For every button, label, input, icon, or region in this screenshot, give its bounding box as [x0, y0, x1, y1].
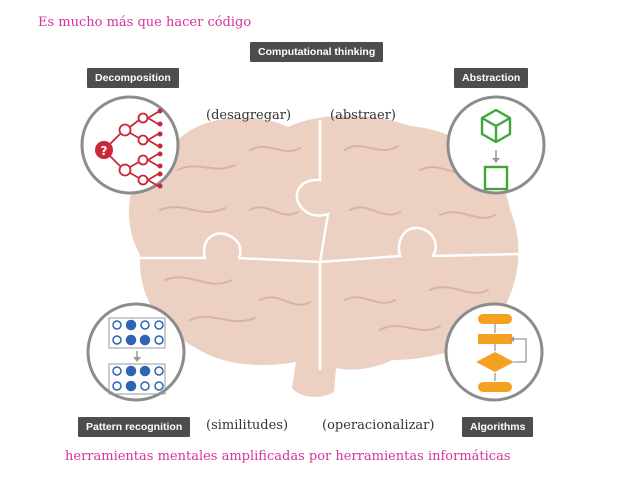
cube-icon	[480, 108, 512, 144]
pattern-recognition-label: Pattern recognition	[78, 417, 191, 437]
subtitle-text: Es mucho más que hacer código	[38, 15, 252, 30]
arrow-down-icon	[492, 158, 500, 163]
computational-thinking-title: Computational thinking	[250, 42, 384, 62]
dot-grid-icon	[108, 317, 166, 395]
decomposition-illustration: ?	[80, 95, 180, 195]
algorithms-label: Algorithms	[462, 417, 534, 437]
flowchart-icon	[476, 314, 514, 392]
question-mark-icon: ?	[101, 144, 108, 158]
pattern-recognition-illustration	[86, 302, 186, 402]
tree-icon	[95, 111, 159, 187]
brain-illustration	[125, 115, 521, 397]
abstraction-label: Abstraction	[454, 68, 529, 88]
footer-caption: herramientas mentales amplificadas por h…	[65, 449, 511, 464]
decomposition-label: Decomposition	[87, 68, 179, 88]
similitudes-annotation: (similitudes)	[206, 418, 289, 433]
abstraction-illustration	[446, 95, 546, 195]
operacionalizar-annotation: (operacionalizar)	[322, 418, 435, 433]
abstraer-annotation: (abstraer)	[330, 108, 396, 123]
arrow-left-icon	[510, 336, 514, 342]
square-icon	[483, 165, 509, 191]
algorithms-illustration	[444, 302, 544, 402]
desagregar-annotation: (desagregar)	[206, 108, 292, 123]
